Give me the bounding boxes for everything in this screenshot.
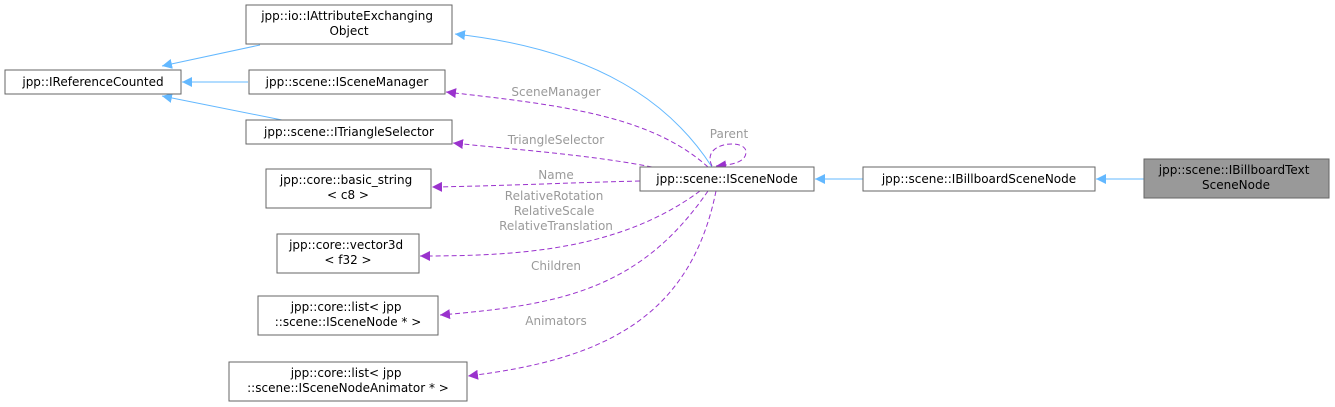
node-label: Object: [329, 24, 368, 38]
node-label: jpp::scene::IBillboardSceneNode: [881, 172, 1076, 186]
edge-scenenode-uses-name: [431, 180, 641, 192]
node-basic-string[interactable]: jpp::core::basic_string < c8 >: [265, 168, 432, 209]
node-label: jpp::core::list< jpp: [290, 366, 402, 380]
node-triangle-selector[interactable]: jpp::scene::ITriangleSelector: [245, 119, 453, 145]
node-label: jpp::scene::ISceneNode: [655, 172, 797, 186]
edge-scenenode-uses-scenemanager: [445, 88, 709, 168]
svg-text:jpp::scene::ISceneManager: jpp::scene::ISceneManager: [265, 75, 429, 89]
node-label: jpp::scene::IBillboardText: [1158, 163, 1310, 177]
edge-scenenode-to-attrobj: [454, 30, 713, 168]
node-label: ::scene::ISceneNode * >: [275, 315, 422, 329]
edge-label-animators: Animators: [525, 314, 586, 328]
edge-scenenode-uses-relative: [419, 190, 701, 261]
edge-label-children: Children: [531, 259, 581, 273]
node-billboard-text-scene-node: jpp::scene::IBillboardText SceneNode: [1143, 158, 1330, 199]
edge-label-relative: RelativeRotation RelativeScale RelativeT…: [499, 189, 613, 233]
node-label: jpp::scene::ISceneManager: [265, 75, 429, 89]
svg-text:jpp::io::IAttributeExchanging: jpp::io::IAttributeExchanging Object: [260, 9, 437, 38]
edge-label-parent: Parent: [710, 127, 749, 141]
edge-scenenode-uses-triselector: [452, 139, 653, 168]
node-billboard-scene-node[interactable]: jpp::scene::IBillboardSceneNode: [862, 166, 1096, 192]
edge-scenenode-uses-animators: [467, 190, 717, 380]
edge-labels: SceneManager TriangleSelector Parent Nam…: [499, 85, 748, 328]
svg-text:jpp::core::list< jpp :: jpp::core::list< jpp ::scene::ISceneNode…: [247, 366, 449, 395]
node-attribute-exchanging-object[interactable]: jpp::io::IAttributeExchanging Object: [245, 4, 453, 45]
edge-attrobj-to-refcounted: [161, 44, 261, 69]
node-label: ::scene::ISceneNodeAnimator * >: [247, 381, 449, 395]
svg-text:jpp::scene::IBillboardSceneNod: jpp::scene::IBillboardSceneNode: [881, 172, 1076, 186]
node-reference-counted[interactable]: jpp::IReferenceCounted: [4, 69, 182, 95]
nodes: jpp::io::IAttributeExchanging Object jpp…: [4, 4, 1330, 402]
edge-label-scenemanager: SceneManager: [511, 85, 600, 99]
node-vector3d[interactable]: jpp::core::vector3d < f32 >: [276, 233, 420, 274]
svg-text:jpp::scene::IBillboardText: jpp::scene::IBillboardText SceneNode: [1158, 163, 1313, 192]
node-label: jpp::IReferenceCounted: [21, 75, 163, 89]
svg-text:jpp::core::list< jpp :: jpp::core::list< jpp ::scene::ISceneNode…: [275, 300, 422, 329]
edge-label-name: Name: [538, 168, 573, 182]
edges: [161, 30, 1144, 380]
edge-label-triangleselector: TriangleSelector: [507, 133, 604, 147]
node-label: jpp::core::basic_string: [279, 173, 412, 187]
node-list-scene-node[interactable]: jpp::core::list< jpp ::scene::ISceneNode…: [257, 295, 439, 336]
svg-text:jpp::core::vector3d <: jpp::core::vector3d < f32 >: [288, 238, 407, 267]
node-label: jpp::core::vector3d: [288, 238, 403, 252]
node-label: < c8 >: [327, 188, 369, 202]
edge-triselector-to-refcounted: [161, 93, 283, 121]
svg-text:jpp::core::basic_string: jpp::core::basic_string < c8 >: [279, 173, 416, 202]
node-scene-node[interactable]: jpp::scene::ISceneNode: [639, 166, 815, 192]
edge-scenenode-uses-parent: [709, 143, 747, 171]
svg-text:jpp::IReferenceCounted: jpp::IReferenceCounted: [21, 75, 163, 89]
node-label: < f32 >: [324, 253, 371, 267]
node-label: jpp::core::list< jpp: [290, 300, 402, 314]
svg-text:jpp::scene::ITriangleSelector: jpp::scene::ITriangleSelector: [263, 125, 434, 139]
edge-scenenode-uses-children: [439, 190, 709, 320]
svg-text:jpp::scene::ISceneNode: jpp::scene::ISceneNode: [655, 172, 797, 186]
node-label: jpp::io::IAttributeExchanging: [260, 9, 433, 23]
node-scene-manager[interactable]: jpp::scene::ISceneManager: [248, 69, 446, 95]
node-list-animator[interactable]: jpp::core::list< jpp ::scene::ISceneNode…: [228, 361, 468, 402]
node-label: jpp::scene::ITriangleSelector: [263, 125, 434, 139]
node-label: SceneNode: [1202, 178, 1270, 192]
